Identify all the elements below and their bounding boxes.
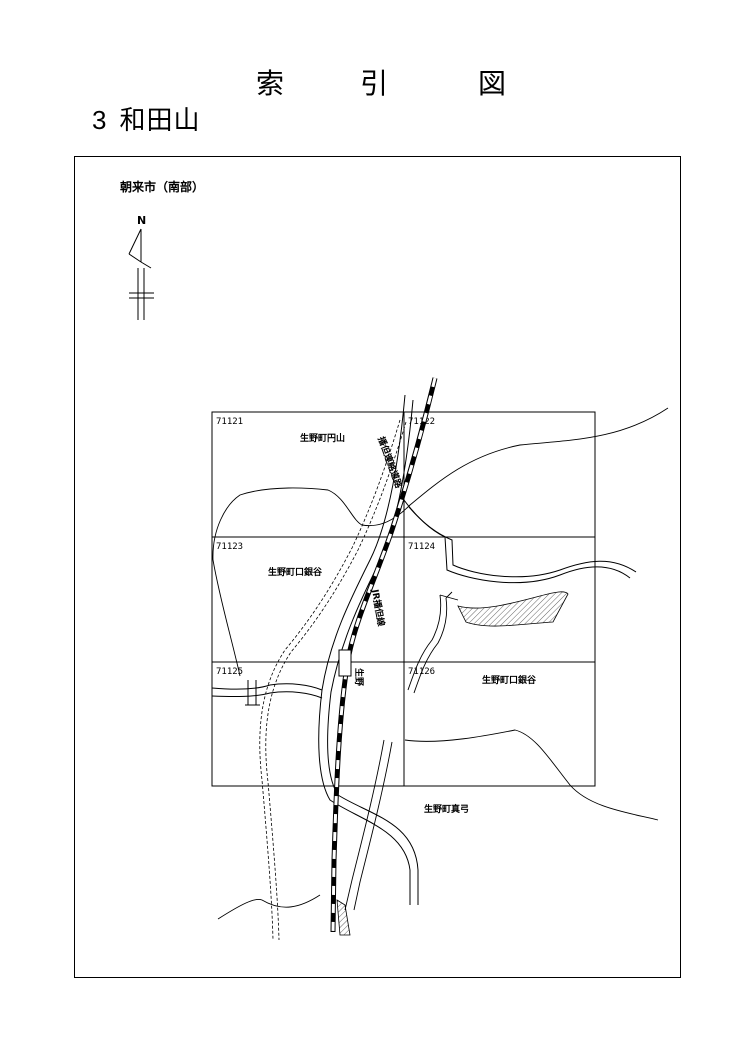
sheet-code: 71124 [408, 542, 435, 552]
map-subtitle: 3 和田山 [92, 100, 200, 137]
town-label-mayumi: 生野町真弓 [424, 803, 469, 815]
map-name: 和田山 [119, 106, 201, 136]
station-icon [338, 649, 352, 677]
title-char-2: 引 [360, 67, 389, 100]
sheet-71123[interactable]: 71123 生野町口銀谷 [216, 542, 323, 578]
area-label: 朝来市（南部） [120, 179, 204, 194]
hatched-areas [336, 591, 569, 936]
sheet-code: 71123 [216, 542, 243, 552]
sheet-code: 71121 [216, 417, 243, 427]
main-road [211, 394, 637, 905]
map-number: 3 [92, 105, 108, 135]
north-label: N [137, 214, 146, 227]
sheet-place: 生野町口銀谷 [482, 674, 537, 686]
sheet-place: 生野町円山 [300, 432, 345, 444]
jr-railway [330, 377, 438, 933]
north-arrow-icon: N [128, 214, 154, 320]
railway-label: JR播但線 [369, 587, 387, 627]
title-char-3: 図 [478, 67, 507, 100]
sheet-71125[interactable]: 71125 [216, 667, 243, 677]
map-frame [74, 156, 681, 978]
sheet-code: 71125 [216, 667, 243, 677]
sheet-71121[interactable]: 71121 生野町円山 [216, 417, 345, 444]
title-char-1: 索 [256, 67, 285, 100]
page-title: 索 引 図 [0, 62, 750, 102]
minor-roads [344, 591, 459, 911]
station-label: 生野 [353, 668, 365, 686]
river-lines [212, 407, 669, 920]
sheet-71124[interactable]: 71124 [408, 542, 435, 552]
sheet-place: 生野町口銀谷 [268, 566, 323, 578]
sheet-71126[interactable]: 71126 生野町口銀谷 [408, 667, 537, 686]
